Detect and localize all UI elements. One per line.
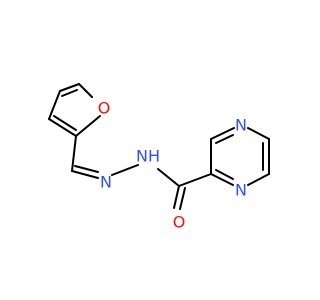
bond-furan-c5-c2-double xyxy=(53,115,77,131)
bond-furan-c5-c2 xyxy=(48,118,77,137)
bond-c2-ch xyxy=(71,135,77,172)
bond-n-nh xyxy=(111,164,139,176)
bond-furan-c2-o xyxy=(75,115,101,137)
carbonyl-oxygen-label: O xyxy=(173,213,186,232)
bond-pyz-c6-n1 xyxy=(247,173,270,186)
bond-furan-c3-c4-double xyxy=(61,89,78,97)
bond-carbonyl-o-b xyxy=(179,187,186,210)
bond-nh-carbonyl xyxy=(157,168,180,187)
bond-ch-n-double-b xyxy=(74,165,99,173)
bond-carbonyl-o-a xyxy=(173,185,180,209)
pyrazine-nitrogen-top-label: N xyxy=(235,116,247,135)
molecule-structure: O N NH O N N xyxy=(48,83,270,232)
pyrazine-nitrogen-bottom-label: N xyxy=(235,181,247,200)
bond-pyz-c3-n4-double xyxy=(215,134,234,144)
bond-furan-c3-c4 xyxy=(59,83,80,92)
bond-furan-c4-c5 xyxy=(48,90,61,120)
amide-nitrogen-label: NH xyxy=(136,147,160,166)
bond-ch-n-double-a xyxy=(71,170,99,179)
hydrazone-nitrogen-label: N xyxy=(100,173,112,192)
bond-pyz-n1-c2 xyxy=(210,173,234,186)
bond-carbonyl-pyrazine xyxy=(178,173,212,187)
atom-labels: O N NH O N N xyxy=(98,99,247,232)
bond-furan-o-c3 xyxy=(78,83,93,98)
bond-pyz-n1-c2-double xyxy=(215,169,234,180)
bond-pyz-n4-c5 xyxy=(247,127,270,140)
bond-pyz-c3-n4 xyxy=(210,127,235,140)
bonds xyxy=(48,83,270,210)
furan-oxygen-label: O xyxy=(98,99,111,118)
